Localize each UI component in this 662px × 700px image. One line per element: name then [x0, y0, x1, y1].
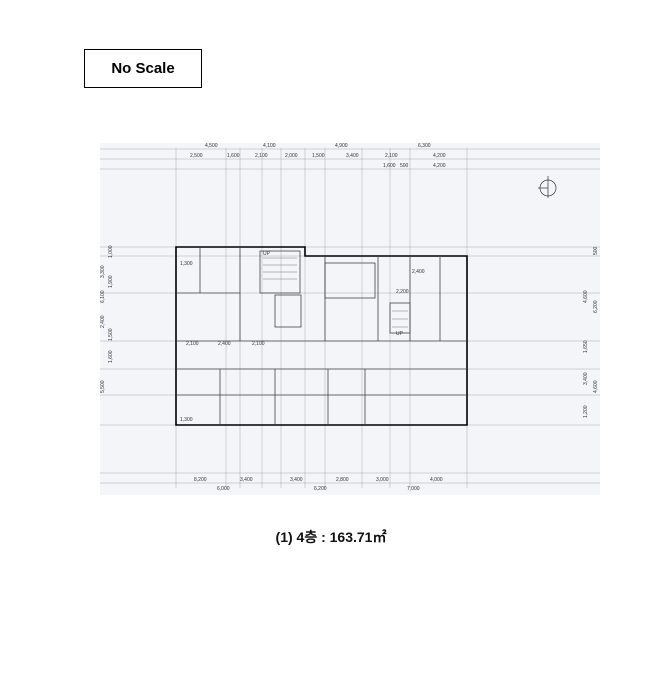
bottom-dim: 3,400 [240, 477, 253, 483]
top-dim: 2,500 [190, 153, 203, 159]
top-dim: 4,200 [433, 153, 446, 159]
bottom-dim: 6,000 [217, 486, 230, 492]
top-dim: 1,600 [383, 163, 396, 169]
top-dim: 3,400 [346, 153, 359, 159]
right-dim: 500 [593, 246, 599, 255]
top-dim: 2,100 [255, 153, 268, 159]
left-dim: 1,600 [108, 350, 114, 363]
interior-dim: 2,400 [218, 341, 231, 347]
right-dim: 1,200 [583, 405, 589, 418]
north-arrow-icon [538, 176, 557, 198]
left-dim: 3,300 [100, 265, 106, 278]
left-dim: 1,000 [108, 245, 114, 258]
bottom-dim: 2,800 [336, 477, 349, 483]
top-dim: 500 [400, 163, 409, 169]
stair-label: UP [263, 251, 271, 257]
left-dim: 5,500 [100, 380, 106, 393]
bottom-dim: 3,000 [376, 477, 389, 483]
top-dim: 4,500 [205, 143, 218, 149]
plan-background [100, 143, 600, 495]
left-dim: 1,900 [108, 275, 114, 288]
right-dim: 3,400 [583, 372, 589, 385]
right-dim: 6,200 [593, 300, 599, 313]
bottom-dim: 3,400 [290, 477, 303, 483]
stair-treads [263, 257, 408, 328]
interior-dim: 2,400 [412, 269, 425, 275]
interior-dim: 1,300 [180, 417, 193, 423]
bottom-dim: 8,200 [194, 477, 207, 483]
left-dim: 1,500 [108, 328, 114, 341]
interior-dim: 2,200 [396, 289, 409, 295]
dimension-labels: 4,500 4,100 4,900 6,300 2,500 1,600 2,10… [100, 143, 599, 492]
interior-walls [176, 247, 467, 425]
top-dim: 1,600 [227, 153, 240, 159]
interior-dim: 2,100 [186, 341, 199, 347]
bottom-dim: 4,000 [430, 477, 443, 483]
top-dim: 4,100 [263, 143, 276, 149]
left-dim: 6,100 [100, 290, 106, 303]
top-dim: 6,300 [418, 143, 431, 149]
top-dim: 2,100 [385, 153, 398, 159]
stair-label: UP [396, 331, 404, 337]
top-dim: 2,000 [285, 153, 298, 159]
floor-area-caption: (1) 4층 : 163.71㎡ [275, 529, 387, 545]
building-outline [175, 246, 468, 426]
right-dim: 1,650 [583, 340, 589, 353]
top-dim: 1,500 [312, 153, 325, 159]
top-dim: 4,200 [433, 163, 446, 169]
top-dim: 4,900 [335, 143, 348, 149]
interior-dim: 1,300 [180, 261, 193, 267]
right-dim: 4,600 [593, 380, 599, 393]
floor-plan-drawing: 4,500 4,100 4,900 6,300 2,500 1,600 2,10… [100, 143, 600, 495]
bottom-dim: 6,200 [314, 486, 327, 492]
bottom-dim: 7,000 [407, 486, 420, 492]
left-dim: 2,400 [100, 315, 106, 328]
right-dim: 4,600 [583, 290, 589, 303]
no-scale-label: No Scale [84, 49, 202, 88]
interior-dim: 2,100 [252, 341, 265, 347]
